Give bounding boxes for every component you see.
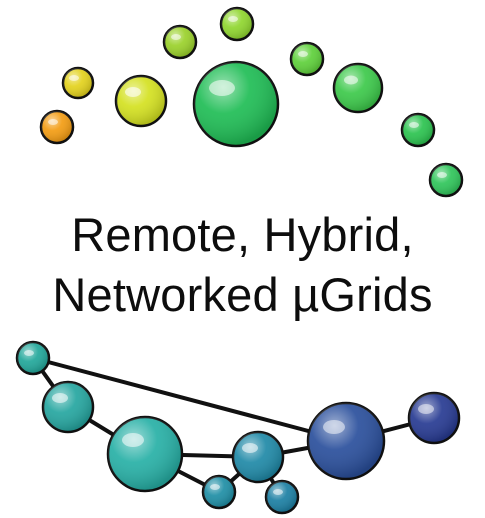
net-node-4 — [201, 474, 237, 510]
title-line-1: Remote, Hybrid, — [71, 208, 414, 261]
node-green-largest — [192, 60, 280, 148]
node-yellow — [61, 66, 95, 100]
net-node-5 — [231, 430, 285, 484]
node-light-green-top — [219, 6, 255, 42]
net-node-3-large — [106, 415, 184, 493]
net-node-2 — [41, 380, 95, 434]
net-node-8 — [407, 391, 461, 445]
top-node-arc — [39, 6, 464, 198]
node-green-small — [289, 41, 325, 77]
net-node-1 — [15, 340, 51, 376]
network-nodes — [15, 340, 461, 515]
net-node-6 — [264, 479, 300, 515]
title-line-2: Networked µGrids — [52, 268, 433, 321]
node-lime-large — [114, 74, 168, 128]
node-green-far-right — [428, 162, 464, 198]
net-node-7-large — [306, 401, 386, 481]
node-yellow-green — [162, 24, 198, 60]
node-green-medium — [332, 62, 384, 114]
node-green-right — [400, 112, 436, 148]
node-orange — [39, 109, 75, 145]
